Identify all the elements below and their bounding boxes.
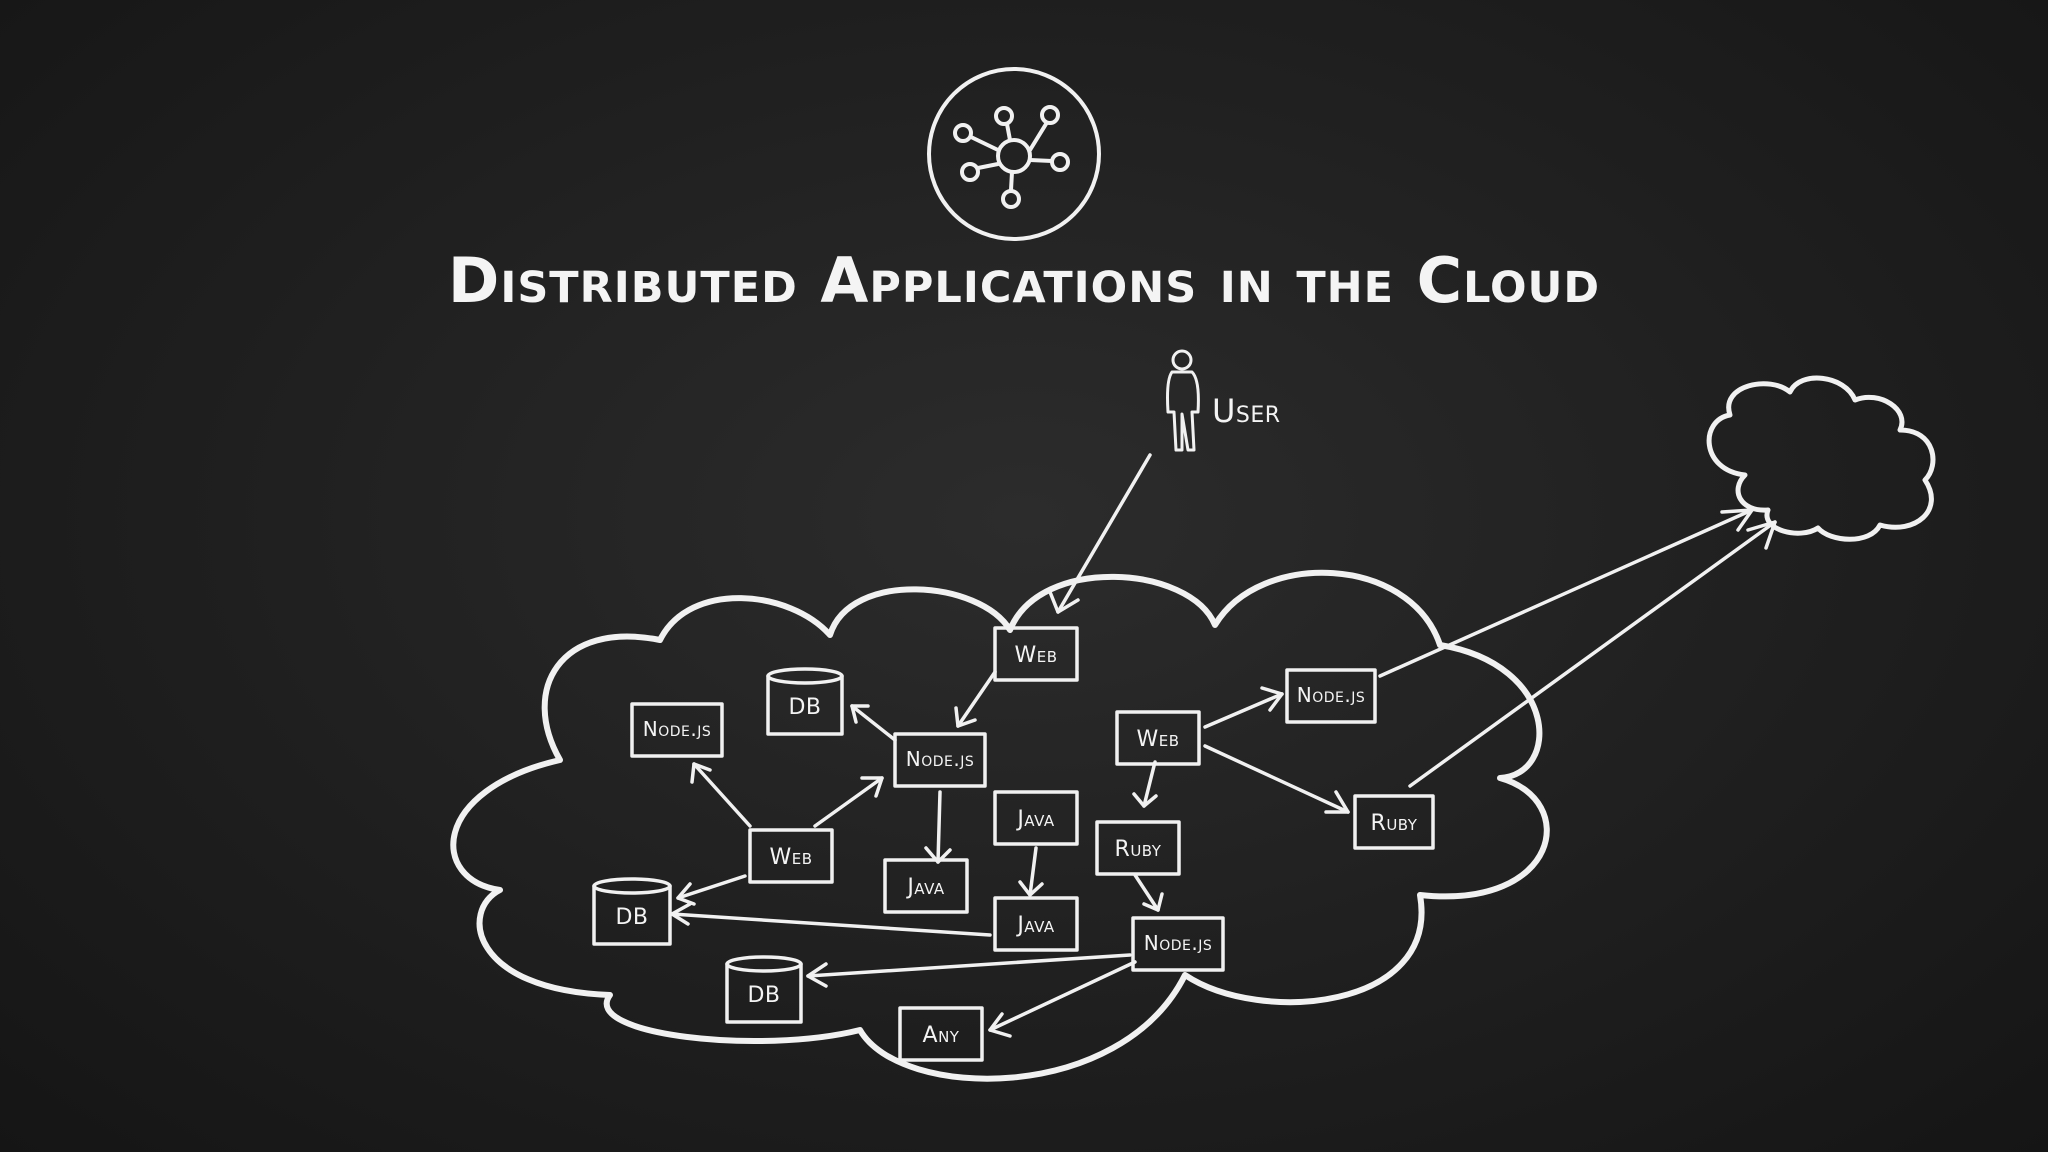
ruby-right-box: [1353, 794, 1435, 850]
user-label: User: [1212, 392, 1281, 430]
web-left-label: Web: [769, 845, 812, 870]
ruby-right-label: Ruby: [1371, 811, 1418, 836]
nodejs-bottom-label: Node.js: [1144, 931, 1212, 955]
java-top-box: [993, 790, 1079, 846]
ruby-mid-label: Ruby: [1115, 837, 1162, 862]
ruby-mid-box: [1095, 820, 1181, 876]
web-left-box: [748, 828, 834, 884]
java-mid-box: [883, 858, 969, 914]
java-mid-label: Java: [905, 875, 945, 900]
connection-arrows: [670, 453, 1777, 1038]
database-cylinders: [592, 667, 844, 1024]
remote-cloud-outline: [1706, 375, 1936, 542]
user-figure: [1166, 349, 1200, 452]
nodejs-left-box: [630, 702, 724, 758]
nodejs-right-label: Node.js: [1297, 683, 1365, 707]
db-top-label: DB: [788, 695, 821, 720]
diagram-title: Distributed Applications in the Cloud: [448, 244, 1600, 317]
any-label: Any: [923, 1023, 960, 1048]
nodejs-left-label: Node.js: [643, 717, 711, 741]
db-left-label: DB: [615, 905, 648, 930]
web-right-label: Web: [1136, 727, 1179, 752]
java-bottom-box: [993, 896, 1079, 952]
java-bottom-label: Java: [1015, 913, 1055, 938]
db-top-cylinder: [766, 667, 844, 736]
db-left-cylinder: [592, 877, 672, 946]
network-hub-icon: [927, 67, 1101, 241]
nodejs-center-label: Node.js: [906, 747, 974, 771]
db-bottom-label: DB: [747, 983, 780, 1008]
nodejs-right-box: [1285, 668, 1377, 724]
db-bottom-cylinder: [725, 955, 803, 1024]
nodejs-center-box: [893, 732, 987, 788]
web-top-box: [993, 626, 1079, 682]
nodejs-bottom-box: [1131, 916, 1225, 972]
main-cloud-outline: [450, 569, 1550, 1082]
web-top-label: Web: [1014, 643, 1057, 668]
node-boxes: [630, 626, 1435, 1062]
any-box: [898, 1006, 984, 1062]
web-right-box: [1115, 710, 1201, 766]
java-top-label: Java: [1015, 807, 1055, 832]
node-labels: Web DB Node.js Node.js Web DB Java Java …: [615, 643, 1417, 1048]
